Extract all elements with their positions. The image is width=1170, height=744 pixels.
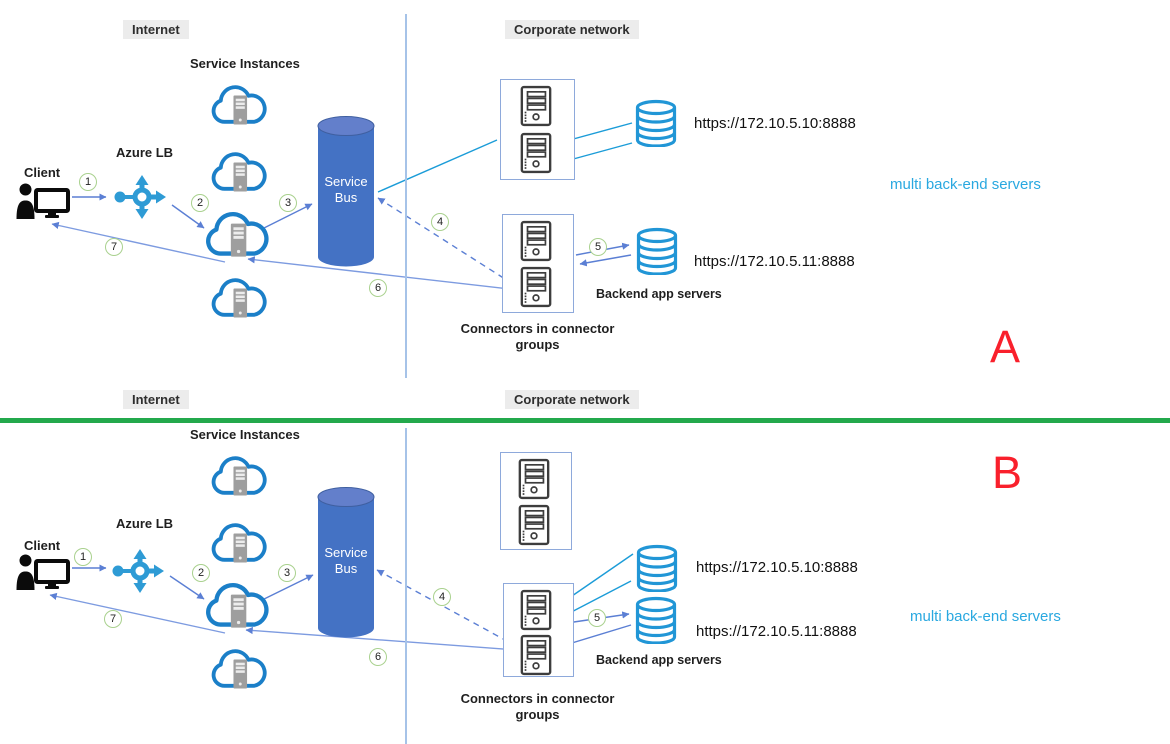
internet-region-label-b: Internet xyxy=(123,390,189,409)
connector-server-icon xyxy=(519,634,553,676)
arrow-step7-a xyxy=(51,221,226,263)
variant-separator-line xyxy=(0,418,1170,423)
step-circle-5-b: 5 xyxy=(588,609,606,627)
connector-server-icon xyxy=(517,458,551,500)
service-instance-cloud-icon xyxy=(203,207,269,263)
step-circle-6-a: 6 xyxy=(369,279,387,297)
step-circle-4-a: 4 xyxy=(431,213,449,231)
variant-a-label: A xyxy=(990,321,1021,372)
connector-server-icon xyxy=(519,266,553,308)
service-instances-label-a: Service Instances xyxy=(190,56,300,71)
client-label-a: Client xyxy=(24,165,61,180)
backend-url-11-a: https://172.10.5.11:8888 xyxy=(694,253,855,270)
step-circle-5-a: 5 xyxy=(589,238,607,256)
backend-database-icon xyxy=(635,544,679,592)
service-instances-label-b: Service Instances xyxy=(190,427,300,442)
backend-database-icon xyxy=(634,99,678,147)
internet-region-label-a: Internet xyxy=(123,20,189,39)
arrow-step5-return-a xyxy=(579,254,632,267)
connectors-caption-b: Connectors in connector groups xyxy=(460,691,615,722)
client-icon xyxy=(16,183,70,219)
azure-lb-icon xyxy=(112,174,168,220)
step-circle-2-b: 2 xyxy=(192,564,210,582)
service-bus-label-a: Service Bus xyxy=(324,174,368,205)
variant-b-label: B xyxy=(992,447,1023,498)
connector-server-icon xyxy=(519,132,553,174)
step-circle-2-a: 2 xyxy=(191,194,209,212)
backend-database-icon xyxy=(634,596,678,644)
corporate-network-region-label-b: Corporate network xyxy=(505,390,639,409)
service-instance-cloud-icon xyxy=(209,645,267,694)
arrow-step6-b xyxy=(245,626,518,651)
azure-lb-icon xyxy=(110,548,166,594)
service-instance-cloud-icon xyxy=(209,519,267,568)
service-bus-label-b: Service Bus xyxy=(324,545,368,576)
connector-server-icon xyxy=(517,504,551,546)
service-instance-cloud-icon xyxy=(209,274,267,323)
connectors-caption-a: Connectors in connector groups xyxy=(460,321,615,352)
step-circle-1-a: 1 xyxy=(79,173,97,191)
corporate-network-region-label-a: Corporate network xyxy=(505,20,639,39)
network-boundary-divider-a xyxy=(405,14,407,378)
service-instance-cloud-icon xyxy=(209,81,267,130)
link-bus-to-connector1-a xyxy=(377,139,498,193)
step-circle-3-a: 3 xyxy=(279,194,297,212)
service-bus-cylinder-a: Service Bus xyxy=(317,116,375,268)
service-instance-cloud-icon xyxy=(203,578,269,634)
service-bus-cylinder-b: Service Bus xyxy=(317,487,375,639)
multi-backend-servers-note-b: multi back-end servers xyxy=(910,608,1061,625)
backend-url-10-b: https://172.10.5.10:8888 xyxy=(696,559,858,576)
service-instance-cloud-icon xyxy=(209,452,267,501)
step-circle-7-a: 7 xyxy=(105,238,123,256)
service-instance-cloud-icon xyxy=(209,148,267,197)
arrow-step4-dashed-a xyxy=(377,197,517,287)
connector-server-icon xyxy=(519,589,553,631)
azure-lb-label-b: Azure LB xyxy=(116,516,174,531)
step-circle-1-b: 1 xyxy=(74,548,92,566)
client-label-b: Client xyxy=(24,538,61,553)
arrow-step7-b xyxy=(49,592,226,634)
multi-backend-servers-note-a: multi back-end servers xyxy=(890,176,1041,193)
backend-url-11-b: https://172.10.5.11:8888 xyxy=(696,623,857,640)
backend-app-servers-label-a: Backend app servers xyxy=(596,287,722,301)
network-boundary-divider-b xyxy=(405,428,407,744)
connector-server-icon xyxy=(519,85,553,127)
backend-app-servers-label-b: Backend app servers xyxy=(596,653,722,667)
backend-url-10-a: https://172.10.5.10:8888 xyxy=(694,115,856,132)
arrow-step4-dashed-b xyxy=(376,569,517,647)
backend-database-icon xyxy=(635,227,679,275)
step-circle-7-b: 7 xyxy=(104,610,122,628)
step-circle-6-b: 6 xyxy=(369,648,387,666)
client-icon xyxy=(16,554,70,590)
step-circle-3-b: 3 xyxy=(278,564,296,582)
connector-server-icon xyxy=(519,220,553,262)
step-circle-4-b: 4 xyxy=(433,588,451,606)
azure-lb-label-a: Azure LB xyxy=(116,145,174,160)
